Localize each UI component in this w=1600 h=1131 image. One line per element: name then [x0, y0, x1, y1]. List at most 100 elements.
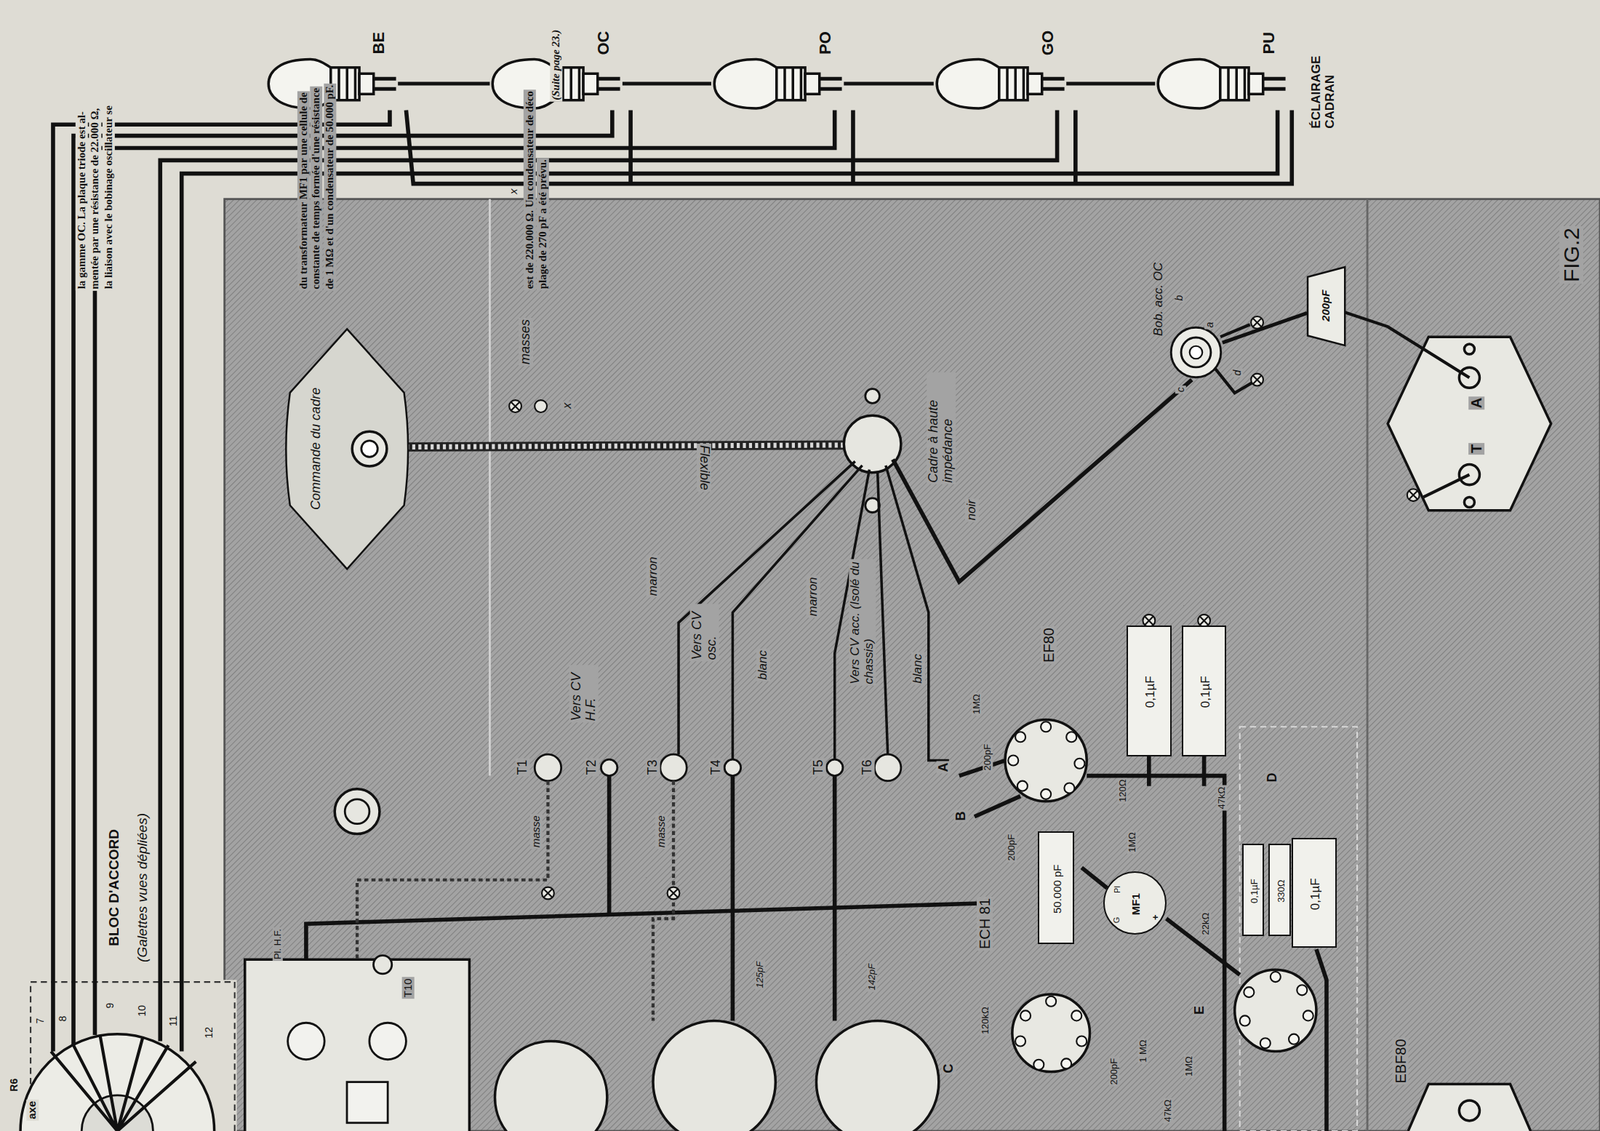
component-value: G	[1112, 917, 1121, 924]
tuning-block-area	[494, 1040, 607, 1131]
wire-destination: Vers CV H.F.	[569, 664, 599, 723]
bulb-base	[776, 67, 806, 101]
capacitor-box: 0,1µF	[1291, 837, 1337, 949]
tube-name: ECH 81	[976, 896, 993, 951]
node-outline	[265, 55, 398, 113]
tube-sockets	[1005, 719, 1531, 1131]
part-label: axe	[26, 1099, 40, 1121]
bulb-glass	[714, 58, 777, 108]
tube-pins	[1008, 721, 1314, 1070]
terminals	[826, 759, 843, 776]
lamp-bulb	[1157, 58, 1286, 108]
chassis-wires	[959, 760, 1006, 776]
tuning-block-area	[346, 1082, 388, 1123]
chassis-wires	[832, 776, 838, 1022]
ground-symbols	[1250, 316, 1264, 329]
terminal-label: T	[1468, 442, 1485, 455]
tube-sockets	[1458, 1100, 1480, 1121]
terminals	[660, 754, 687, 781]
coil-body	[1170, 327, 1222, 378]
chassis-panel	[1366, 199, 1369, 1131]
article-text: (Suite page 23.)	[549, 28, 563, 102]
node-outline	[933, 55, 1067, 113]
component-value: 125pF	[754, 960, 766, 990]
tube-pins	[1040, 789, 1051, 800]
wire	[1222, 312, 1307, 343]
tuning-block-area	[653, 1020, 776, 1131]
pin-number: 9	[104, 1000, 116, 1010]
chassis-wires	[306, 756, 1327, 1131]
lamp-wires	[630, 110, 1076, 184]
cable-label: Flexible	[696, 442, 712, 491]
node-outline	[711, 55, 844, 113]
chassis-wires	[1086, 776, 1224, 1131]
lamp-pins	[373, 78, 396, 89]
capacitor-box: 0,1µF	[1242, 843, 1265, 936]
resistor-box: 330Ω	[1268, 843, 1291, 936]
article-text: la liaison avec le bobinage oscillateur …	[102, 104, 115, 291]
capacitor-outline	[1307, 266, 1345, 346]
tube-pins	[1296, 984, 1307, 995]
bulb-thread	[1007, 67, 1024, 101]
wire-color: blanc	[756, 648, 771, 682]
article-text: de 1 MΩ et d'un condensateur de 50.000 p…	[323, 83, 336, 291]
bulb-glass	[936, 58, 1000, 108]
component-value: 0,1µF	[1198, 676, 1213, 709]
lamp-pins	[597, 78, 621, 89]
tube-pins	[1288, 1034, 1299, 1045]
coil-pin: b	[1173, 293, 1185, 303]
chassis-wires	[1081, 867, 1107, 888]
bulb-base	[330, 67, 360, 101]
lamp-bulb	[936, 58, 1064, 108]
wire-destination: Vers CV osc.	[689, 603, 719, 662]
terminals	[534, 754, 902, 781]
lamp-wires	[405, 110, 1292, 184]
tube-pins	[1017, 781, 1028, 792]
terminals	[600, 759, 617, 776]
frame-wires	[678, 379, 1192, 760]
node-outline	[489, 55, 622, 113]
terminal-label: T2	[584, 757, 600, 776]
tube-pins	[1066, 731, 1077, 742]
component-value: 47kΩ	[1162, 1097, 1174, 1123]
coil-pin: c	[1175, 386, 1187, 395]
component-value: 47kΩ	[1217, 785, 1228, 811]
lamp-bulb	[268, 58, 396, 108]
ground-leads	[357, 781, 674, 1022]
tube-name: EF80	[1040, 626, 1057, 664]
tube-pins	[1303, 1010, 1314, 1021]
terminal-label: A	[1468, 396, 1485, 410]
coil-leads	[1214, 324, 1258, 393]
frame-control: Commande du cadre	[280, 326, 414, 572]
terminals	[874, 754, 901, 781]
ground-symbols	[509, 316, 1420, 899]
component-value: 22kΩ	[1200, 911, 1211, 937]
chassis-wires	[607, 776, 612, 914]
tube-sockets	[1234, 969, 1317, 1051]
chassis-wires	[1316, 949, 1327, 1131]
lamp-pins	[1042, 78, 1065, 89]
output-transformer	[1387, 336, 1551, 511]
lamp-bulb	[493, 58, 621, 108]
component-value: 200pF	[982, 742, 993, 773]
block-subtitle: (Galettes vues dépliées)	[135, 811, 151, 964]
tube-sockets	[1012, 994, 1091, 1072]
point-letter: A	[936, 760, 952, 774]
lamp-caption: ÉCLAIRAGE CADRAN	[1309, 53, 1337, 130]
chassis-wires	[974, 796, 1021, 817]
article-text: est de 220.000 Ω. Un condensateur de déc…	[523, 90, 536, 291]
chassis-wires	[306, 903, 980, 960]
ground-symbols	[534, 400, 547, 413]
tube-pins	[1243, 986, 1254, 998]
node-outline	[280, 326, 414, 572]
article-text: plage de 270 pF a été prévu.	[536, 158, 550, 291]
component-value: 120Ω	[1117, 778, 1128, 804]
component-value: 142pF	[866, 961, 878, 992]
chassis-wires	[730, 776, 736, 1022]
tube-pins	[1270, 971, 1281, 982]
coil-pin: a	[1204, 320, 1216, 329]
frame-wires	[885, 465, 950, 761]
dial-lamp: GO	[933, 55, 1067, 113]
lamp-wires	[160, 110, 1057, 1042]
article-text: mentée par une résistance de 22.000 Ω,	[88, 106, 102, 291]
